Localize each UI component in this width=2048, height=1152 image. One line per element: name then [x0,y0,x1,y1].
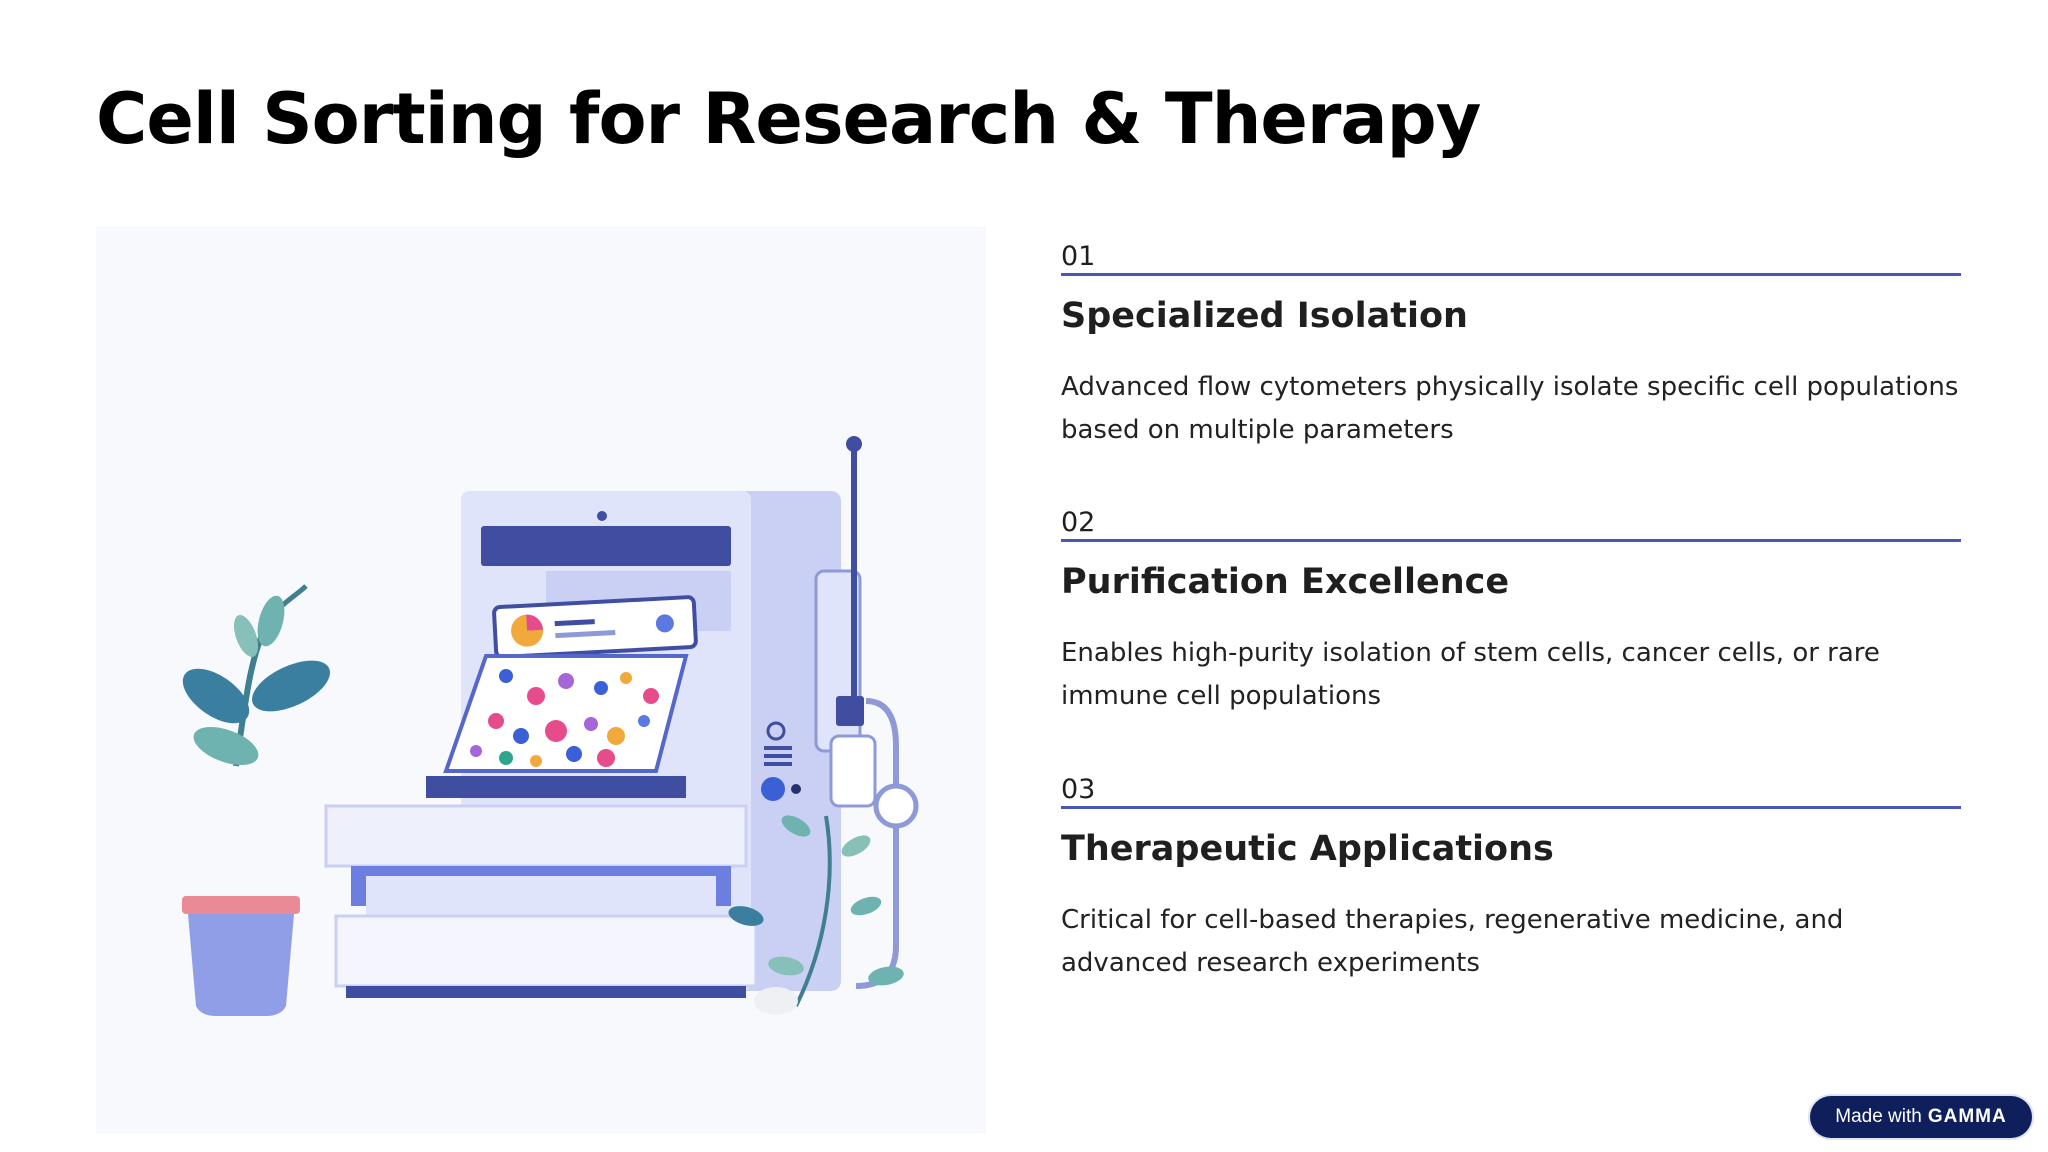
item-heading: Therapeutic Applications [1061,829,1554,869]
feature-item-3: 03 Therapeutic Applications Critical for… [1061,775,1961,985]
item-body: Enables high-purity isolation of stem ce… [1061,638,1880,711]
cytometer-machine [324,436,919,998]
potted-plant-icon [182,584,330,1016]
item-body: Critical for cell-based therapies, regen… [1061,905,1844,978]
feature-item-2: 02 Purification Excellence Enables high-… [1061,508,1961,718]
flow-cytometer-illustration [96,226,986,1134]
feature-item-1: 01 Specialized Isolation Advanced flow c… [1061,242,1961,452]
item-number: 03 [1061,775,1961,809]
cell-dots [470,669,659,767]
item-number: 01 [1061,242,1961,276]
slide-title: Cell Sorting for Research & Therapy [96,78,1481,160]
gamma-logo: GAMMA [1927,1106,2007,1127]
made-with-gamma-badge[interactable]: Made with GAMMA [1810,1096,2032,1138]
item-heading: Specialized Isolation [1061,296,1468,336]
item-body: Advanced flow cytometers physically isol… [1061,372,1959,445]
vine-leaves-icon [728,815,904,1015]
item-heading: Purification Excellence [1061,562,1510,602]
item-number: 02 [1061,508,1961,542]
badge-prefix: Made with [1835,1106,1922,1127]
